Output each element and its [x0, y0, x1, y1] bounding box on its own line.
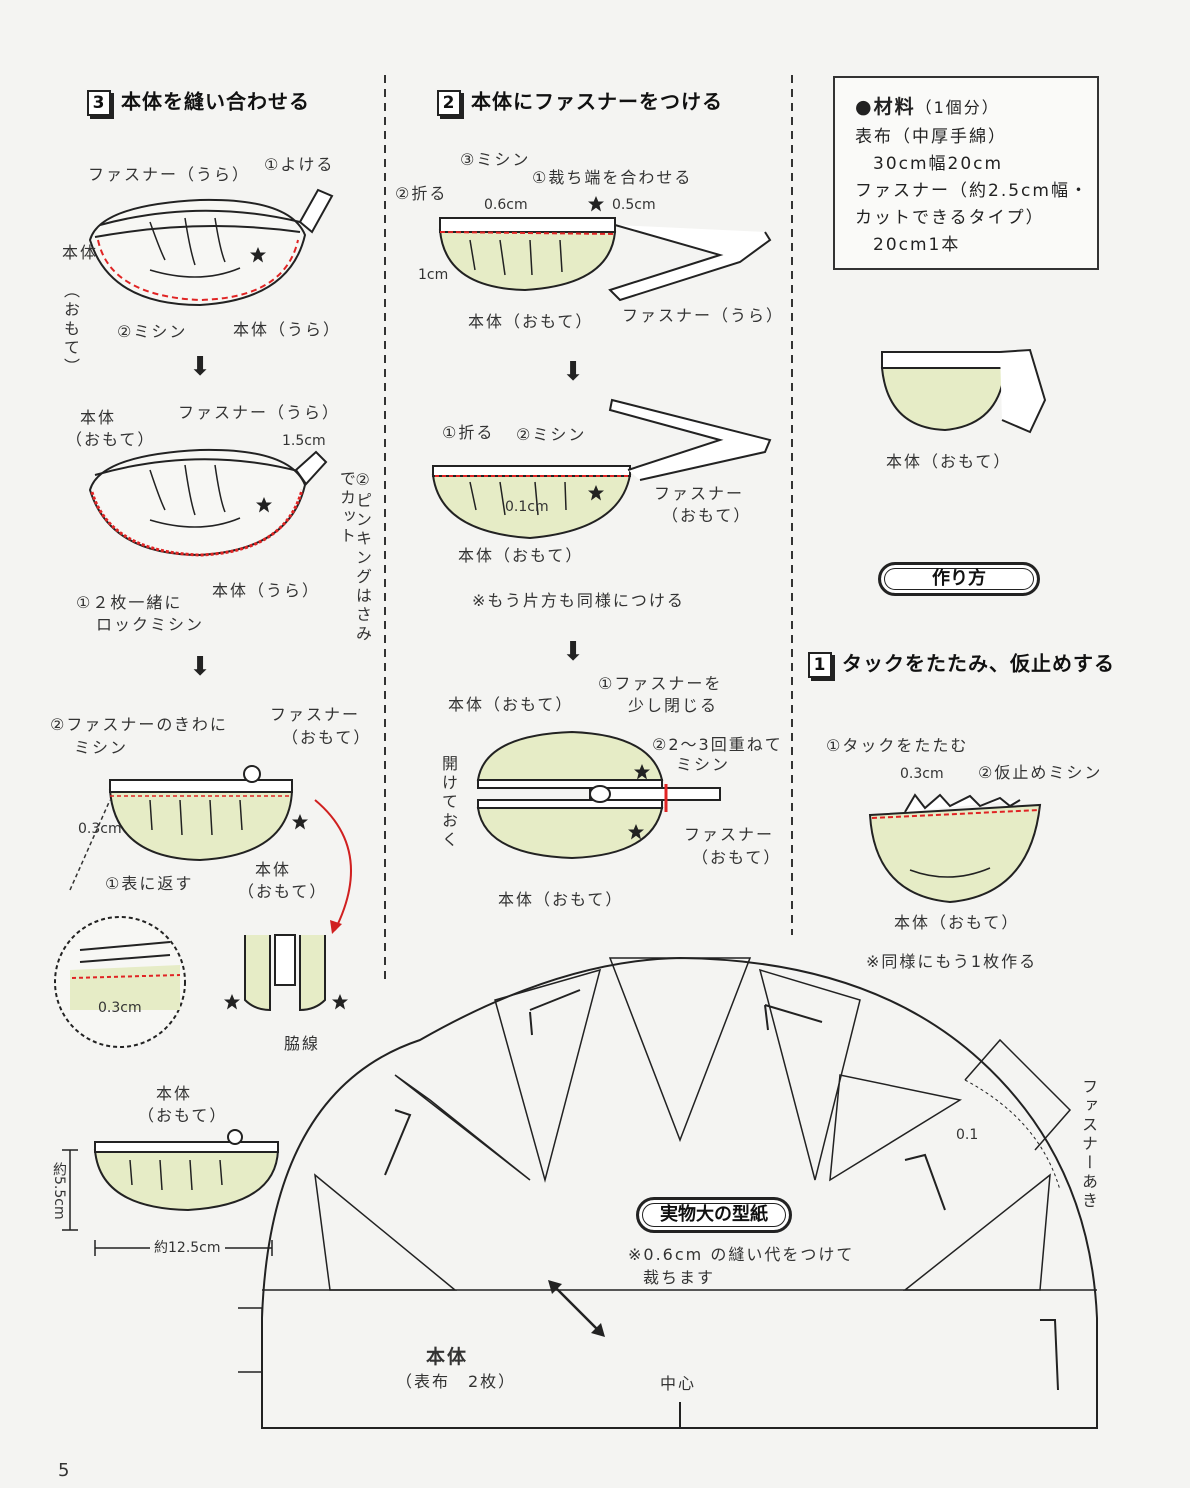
materials-line: 20cm1本	[873, 230, 960, 255]
width-dimension: 約12.5cm	[150, 1241, 225, 1255]
label-vertical: （おもて）	[62, 282, 78, 377]
label: （おもて）	[282, 730, 371, 746]
finished-purse	[62, 1130, 278, 1256]
label: 1.5cm	[282, 434, 326, 448]
materials-box: ●材料（1個分） 表布（中厚手綿） 30cm幅20cm ファスナー（約2.5cm…	[833, 76, 1099, 270]
svg-text:⬇: ⬇	[189, 652, 211, 682]
pattern-badge: 実物大の型紙	[636, 1197, 792, 1233]
label: ②2〜3回重ねて	[652, 737, 783, 753]
label: 0.6cm	[484, 198, 528, 212]
label: ミシン	[676, 757, 730, 773]
label: ②ファスナーのきわに	[50, 717, 228, 733]
pattern-part-sub: （表布 2枚）	[396, 1374, 516, 1390]
materials-line: 30cm幅20cm	[873, 149, 1003, 174]
label: 本体	[80, 410, 116, 426]
label: 本体（おもて）	[886, 454, 1011, 470]
label: ①折る	[442, 425, 494, 441]
label: 本体	[156, 1086, 192, 1102]
label: ファスナー（うら）	[178, 405, 340, 421]
label: ファスナー	[684, 827, 774, 843]
pattern-outline	[238, 958, 1097, 1428]
page-number: 5	[58, 1460, 69, 1481]
label: 脇線	[284, 1036, 320, 1052]
label: 少し閉じる	[628, 698, 718, 714]
pattern-zipper-opening: ファスナーあき	[1080, 1078, 1096, 1211]
label: ①表に返す	[105, 876, 193, 892]
height-dimension: 約5.5cm	[52, 1162, 66, 1220]
label: ①よける	[264, 157, 334, 173]
how-to-make-badge: 作り方	[878, 562, 1040, 596]
label: （おもて）	[238, 884, 327, 900]
label: （おもて）	[138, 1108, 227, 1124]
label: 1cm	[418, 268, 448, 282]
label: 本体（おもて）	[448, 697, 573, 713]
label: 0.3cm	[78, 822, 122, 836]
step2-note: ※もう片方も同様につける	[472, 593, 685, 609]
step3-illustration-a	[90, 190, 332, 305]
materials-line: ファスナー（約2.5cm幅・	[855, 176, 1089, 201]
label: 本体	[62, 245, 98, 261]
label: ファスナー（うら）	[88, 167, 250, 183]
label: 0.3cm	[98, 1001, 142, 1015]
label: ③ミシン	[460, 152, 530, 168]
label: ②ミシン	[117, 324, 187, 340]
step3-illustration-b	[90, 450, 326, 555]
label: 本体（おもて）	[458, 548, 583, 564]
label: 本体（うら）	[212, 583, 320, 599]
label: （おもて）	[662, 508, 751, 524]
label: ①ファスナーを	[598, 676, 722, 692]
label: 本体（おもて）	[468, 314, 593, 330]
svg-text:⬇: ⬇	[562, 637, 584, 667]
label: ①２枚一緒に	[76, 595, 182, 611]
step1-illustration-top	[882, 350, 1045, 432]
label: 本体（おもて）	[894, 915, 1019, 931]
label: 0.1cm	[505, 500, 549, 514]
label: ファスナー	[270, 707, 360, 723]
svg-text:⬇: ⬇	[562, 357, 584, 387]
label: ②ミシン	[516, 427, 586, 443]
label: ②仮止めミシン	[978, 765, 1102, 781]
step1-illustration-bottom	[870, 795, 1040, 902]
label-vertical: ②ピンキングはさみでカット	[330, 470, 370, 650]
label: ファスナー（うら）	[622, 308, 784, 324]
label: 本体（うら）	[233, 322, 341, 338]
label: ①タックをたたむ	[826, 738, 968, 754]
materials-title: ●材料（1個分）	[855, 92, 1000, 119]
label: ミシン	[74, 740, 128, 756]
label-vertical: 開けておく	[440, 755, 456, 850]
label: ファスナー	[654, 486, 744, 502]
label: （おもて）	[66, 432, 155, 448]
label: 0.3cm	[900, 767, 944, 781]
pattern-part-name: 本体	[426, 1348, 468, 1367]
materials-line: カットできるタイプ）	[855, 203, 1045, 228]
label: （おもて）	[692, 850, 781, 866]
step1-note: ※同様にもう1枚作る	[866, 954, 1037, 970]
pattern-seam: 0.1	[956, 1128, 978, 1142]
pattern-center: 中心	[660, 1376, 696, 1392]
label: ロックミシン	[96, 617, 204, 633]
svg-text:⬇: ⬇	[189, 352, 211, 382]
label: 本体	[255, 862, 291, 878]
label: ②折る	[395, 186, 447, 202]
pattern-note: 裁ちます	[643, 1270, 715, 1286]
label: ①裁ち端を合わせる	[532, 170, 692, 186]
label: 0.5cm	[612, 198, 656, 212]
label: 本体（おもて）	[498, 892, 623, 908]
pattern-note: ※0.6cm の縫い代をつけて	[628, 1247, 854, 1263]
materials-line: 表布（中厚手綿）	[855, 122, 1007, 147]
